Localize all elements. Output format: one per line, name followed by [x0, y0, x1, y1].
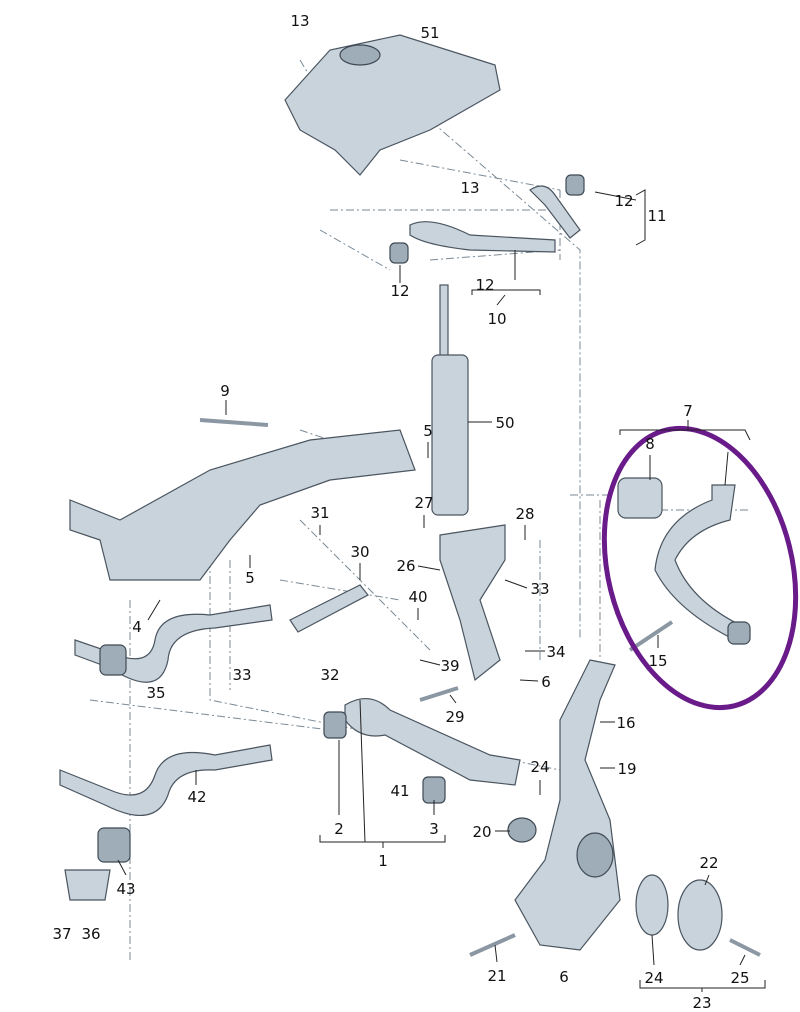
- part-label-9: 9: [220, 382, 230, 400]
- part-label-20: 20: [472, 823, 491, 841]
- part-label-34: 34: [546, 643, 565, 661]
- bush-2: [323, 711, 347, 739]
- part-label-22: 22: [699, 854, 718, 872]
- part-label-37: 37: [52, 925, 71, 943]
- knuckle-bore: [576, 832, 614, 878]
- wheel-bearing-24: [635, 874, 669, 936]
- part-label-12: 12: [614, 192, 633, 210]
- part-label-32: 32: [320, 666, 339, 684]
- part-label-36: 36: [81, 925, 100, 943]
- upper-arm-rear: [529, 185, 581, 239]
- part-label-5: 5: [245, 569, 255, 587]
- steering-knuckle: [514, 659, 621, 951]
- lower-wishbone: [344, 698, 521, 786]
- part-label-11: 11: [647, 207, 666, 225]
- part-label-33: 33: [530, 580, 549, 598]
- part-label-10: 10: [487, 310, 506, 328]
- part-label-23: 23: [692, 994, 711, 1012]
- part-label-24: 24: [530, 758, 549, 776]
- part-label-4: 4: [132, 618, 142, 636]
- part-label-31: 31: [310, 504, 329, 522]
- shock-rod: [439, 284, 449, 361]
- bolt-15: [628, 620, 674, 652]
- part-label-3: 3: [429, 820, 439, 838]
- transverse-link-7: [654, 484, 741, 641]
- bolt-21: [469, 933, 516, 957]
- part-label-13: 13: [460, 179, 479, 197]
- part-label-33: 33: [232, 666, 251, 684]
- highlight-ellipse: [601, 425, 799, 711]
- stabilizer-bar-42: [59, 744, 273, 816]
- parts: [59, 34, 761, 957]
- leader-lines: [117, 189, 766, 992]
- part-label-8: 8: [645, 435, 655, 453]
- part-label-19: 19: [617, 760, 636, 778]
- strut-mount-part: [284, 34, 501, 176]
- upper-arm-front: [409, 221, 556, 253]
- part-label-12: 12: [475, 276, 494, 294]
- bush-12a: [565, 174, 585, 196]
- part-label-16: 16: [616, 714, 635, 732]
- part-label-29: 29: [445, 708, 464, 726]
- part-label-21: 21: [487, 967, 506, 985]
- part-label-41: 41: [390, 782, 409, 800]
- strut-mount-dome: [339, 44, 381, 66]
- part-label-42: 42: [187, 788, 206, 806]
- bolt-9: [199, 418, 269, 427]
- part-label-35: 35: [146, 684, 165, 702]
- ball-joint-20: [507, 817, 537, 843]
- part-label-50: 50: [495, 414, 514, 432]
- part-label-6: 6: [541, 673, 551, 691]
- part-label-5: 5: [423, 422, 433, 440]
- stabilizer-bush-35: [99, 644, 127, 676]
- part-label-28: 28: [515, 505, 534, 523]
- stabilizer-bush-43: [97, 827, 131, 863]
- bearing-housing: [439, 524, 506, 682]
- part-label-6: 6: [559, 968, 569, 986]
- bolt-25: [729, 938, 761, 957]
- part-label-1: 1: [378, 852, 388, 870]
- part-label-30: 30: [350, 543, 369, 561]
- part-label-26: 26: [396, 557, 415, 575]
- bolt-29: [419, 686, 459, 702]
- part-label-27: 27: [414, 494, 433, 512]
- part-label-25: 25: [730, 969, 749, 987]
- bush-8: [617, 477, 663, 519]
- part-label-51: 51: [420, 24, 439, 42]
- shock-absorber: [431, 354, 469, 516]
- bracket-36: [64, 869, 111, 901]
- wheel-hub-22: [677, 879, 723, 951]
- ball-joint-7: [727, 621, 751, 645]
- bush-3: [422, 776, 446, 804]
- coupling-rod: [289, 584, 369, 633]
- bush-12b: [389, 242, 409, 264]
- part-label-40: 40: [408, 588, 427, 606]
- part-label-7: 7: [683, 402, 693, 420]
- part-label-13: 13: [290, 12, 309, 30]
- part-label-2: 2: [334, 820, 344, 838]
- part-label-12: 12: [390, 282, 409, 300]
- part-label-15: 15: [648, 652, 667, 670]
- part-label-24: 24: [644, 969, 663, 987]
- part-label-39: 39: [440, 657, 459, 675]
- crossmember: [69, 429, 416, 581]
- part-label-43: 43: [116, 880, 135, 898]
